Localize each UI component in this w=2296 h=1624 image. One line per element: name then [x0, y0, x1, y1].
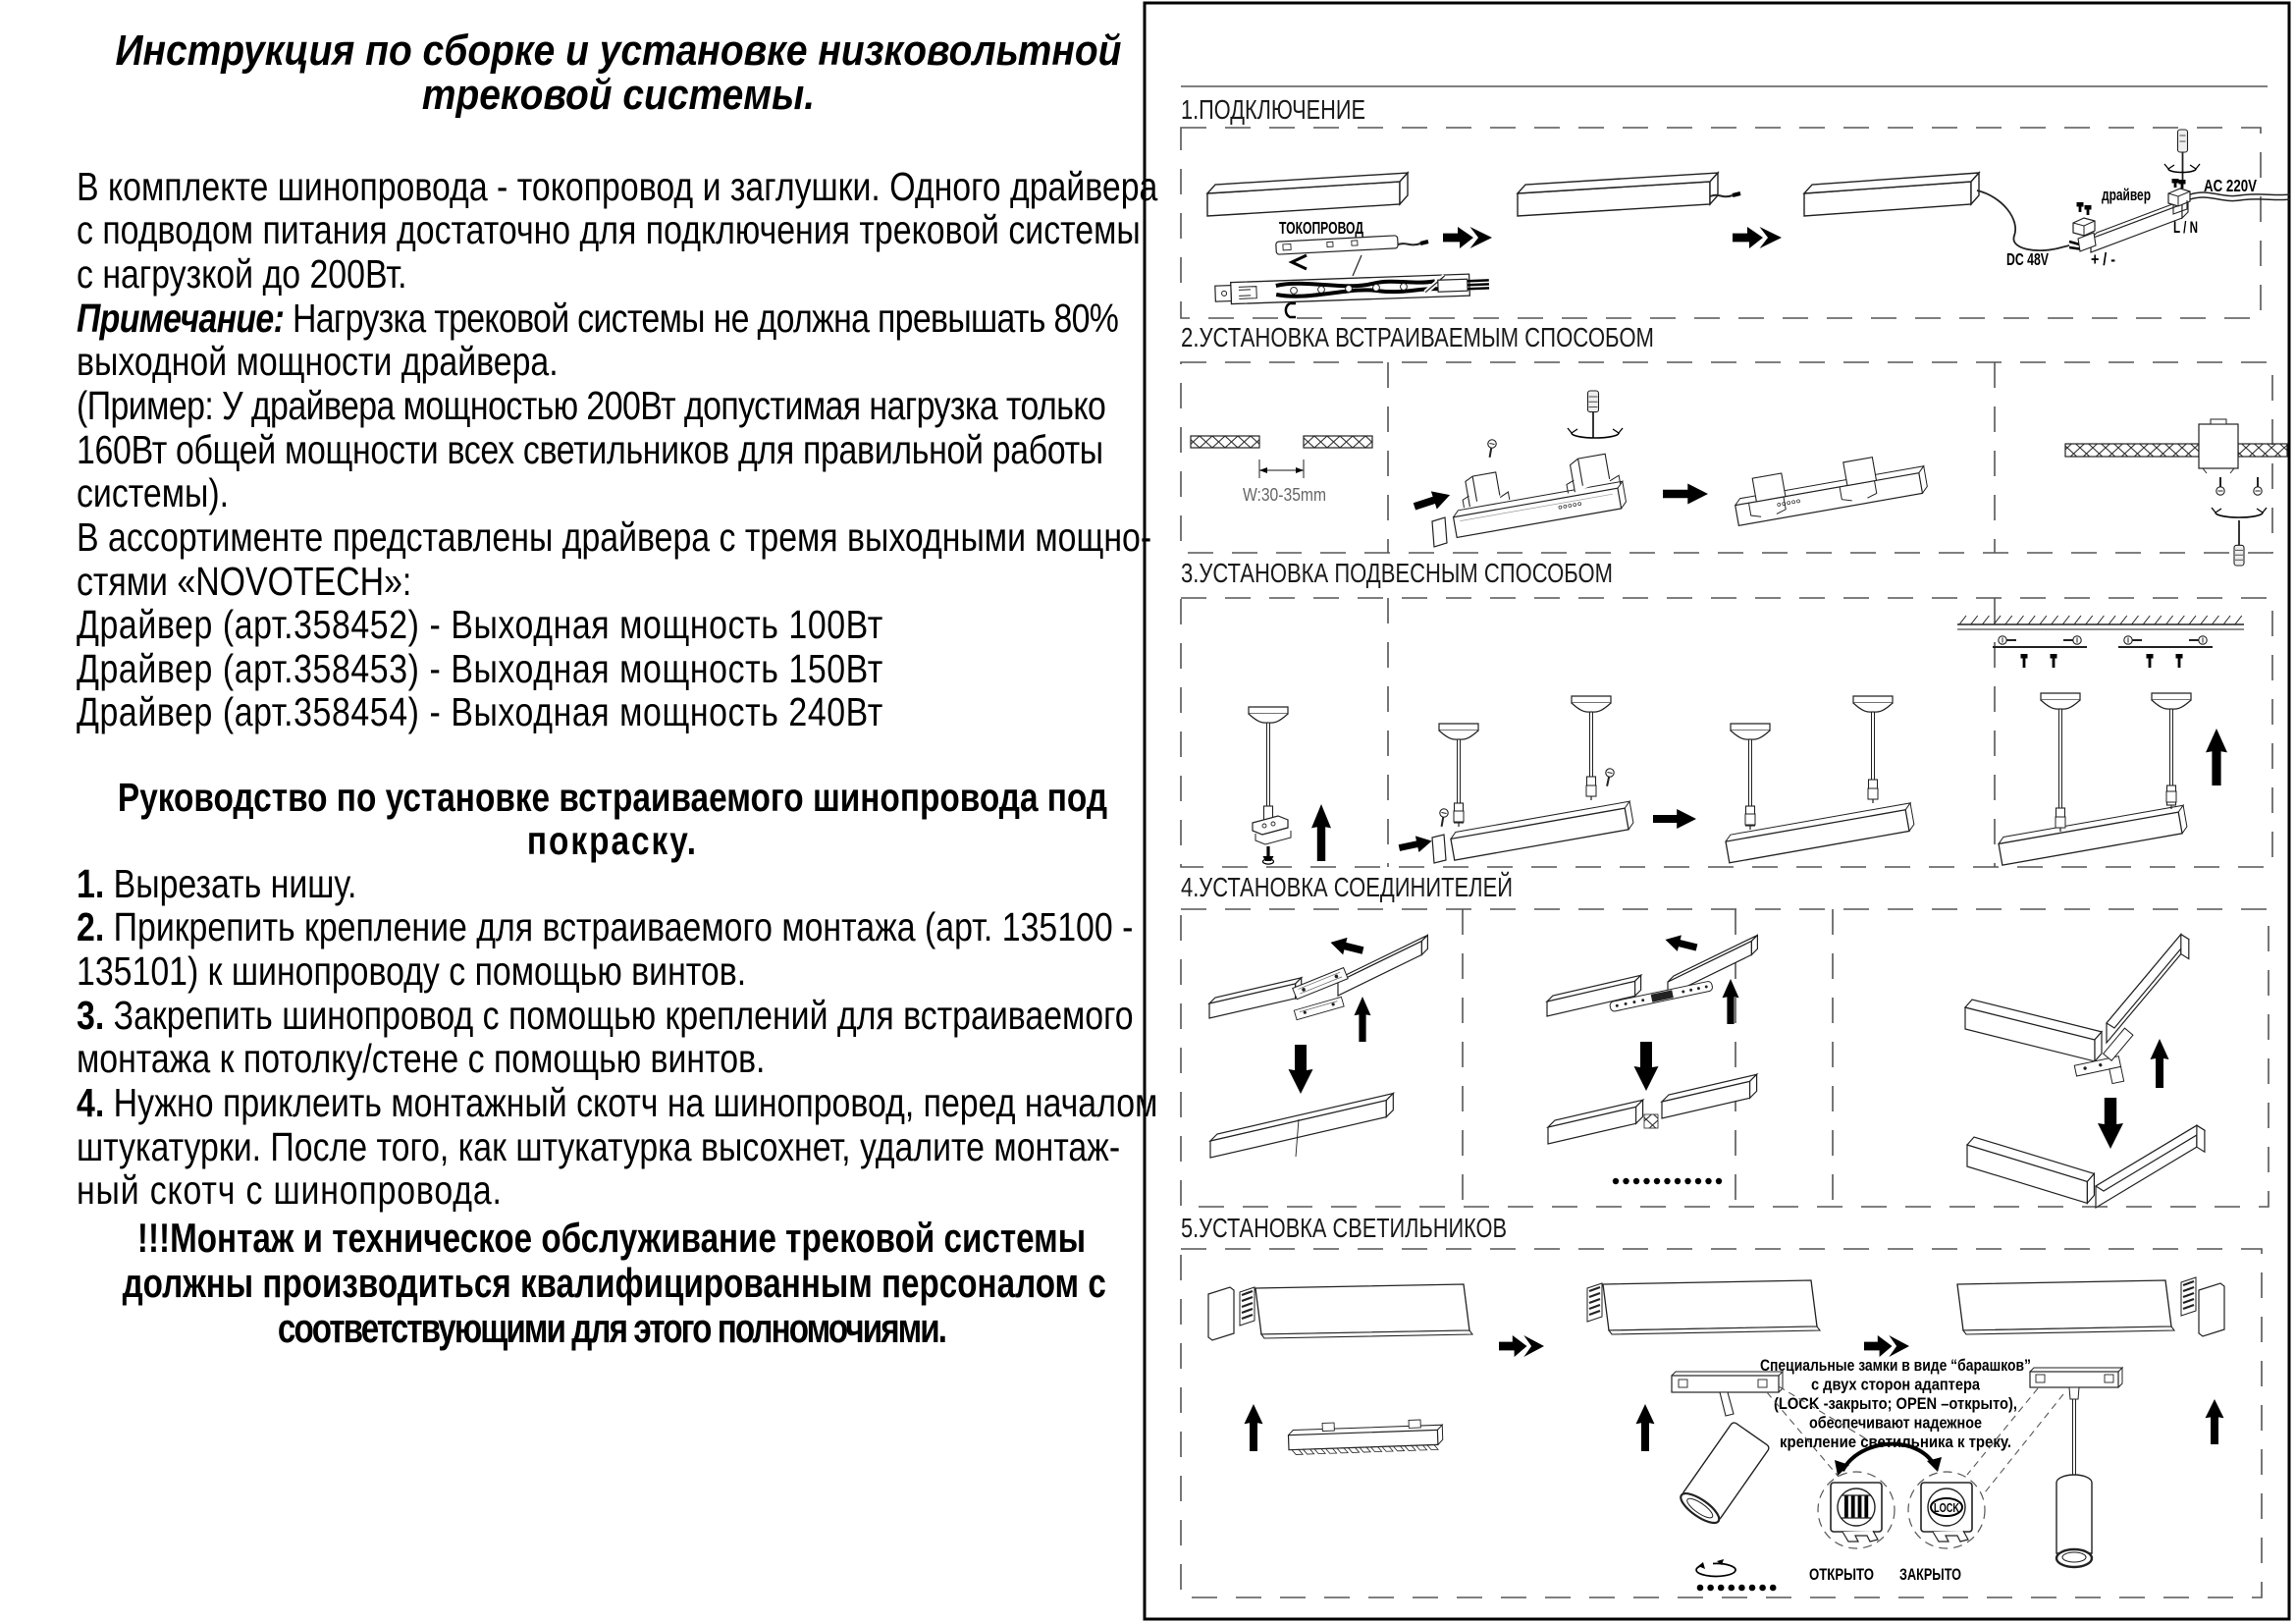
svg-text:+ / -: + / - [2091, 249, 2115, 269]
svg-text:2.УСТАНОВКА ВСТРАИВАЕМЫМ СПОСО: 2.УСТАНОВКА ВСТРАИВАЕМЫМ СПОСОБОМ [1181, 322, 1654, 352]
svg-text:LOCK: LOCK [1934, 1501, 1959, 1515]
svg-text:3.УСТАНОВКА ПОДВЕСНЫМ СПОСОБОМ: 3.УСТАНОВКА ПОДВЕСНЫМ СПОСОБОМ [1181, 558, 1613, 588]
svg-text:ТОКОПРОВОД: ТОКОПРОВОД [1279, 218, 1363, 238]
svg-text:4.УСТАНОВКА СОЕДИНИТЕЛЕЙ: 4.УСТАНОВКА СОЕДИНИТЕЛЕЙ [1181, 872, 1513, 902]
svg-text:ЗАКРЫТО: ЗАКРЫТО [1899, 1566, 1961, 1584]
svg-text:DC 48V: DC 48V [2006, 249, 2049, 269]
svg-text:AC 220V: AC 220V [2204, 176, 2257, 195]
svg-text:с двух сторон адаптера: с двух сторон адаптера [1811, 1377, 1981, 1394]
svg-text:Специальные замки в виде “бара: Специальные замки в виде “барашков” [1760, 1357, 2031, 1375]
svg-text:L / N: L / N [2173, 218, 2198, 237]
svg-text:обеспечивают надежное: обеспечивают надежное [1809, 1415, 1982, 1433]
svg-text:W:30-35mm: W:30-35mm [1243, 485, 1326, 505]
svg-text:5.УСТАНОВКА СВЕТИЛЬНИКОВ: 5.УСТАНОВКА СВЕТИЛЬНИКОВ [1181, 1213, 1507, 1243]
svg-text:драйвер: драйвер [2102, 186, 2151, 204]
svg-text:ОТКРЫТО: ОТКРЫТО [1809, 1566, 1874, 1584]
svg-text:1.ПОДКЛЮЧЕНИЕ: 1.ПОДКЛЮЧЕНИЕ [1181, 94, 1365, 125]
svg-text:(LOCK -закрыто; OPEN –открыто): (LOCK -закрыто; OPEN –открыто), [1774, 1395, 2017, 1413]
